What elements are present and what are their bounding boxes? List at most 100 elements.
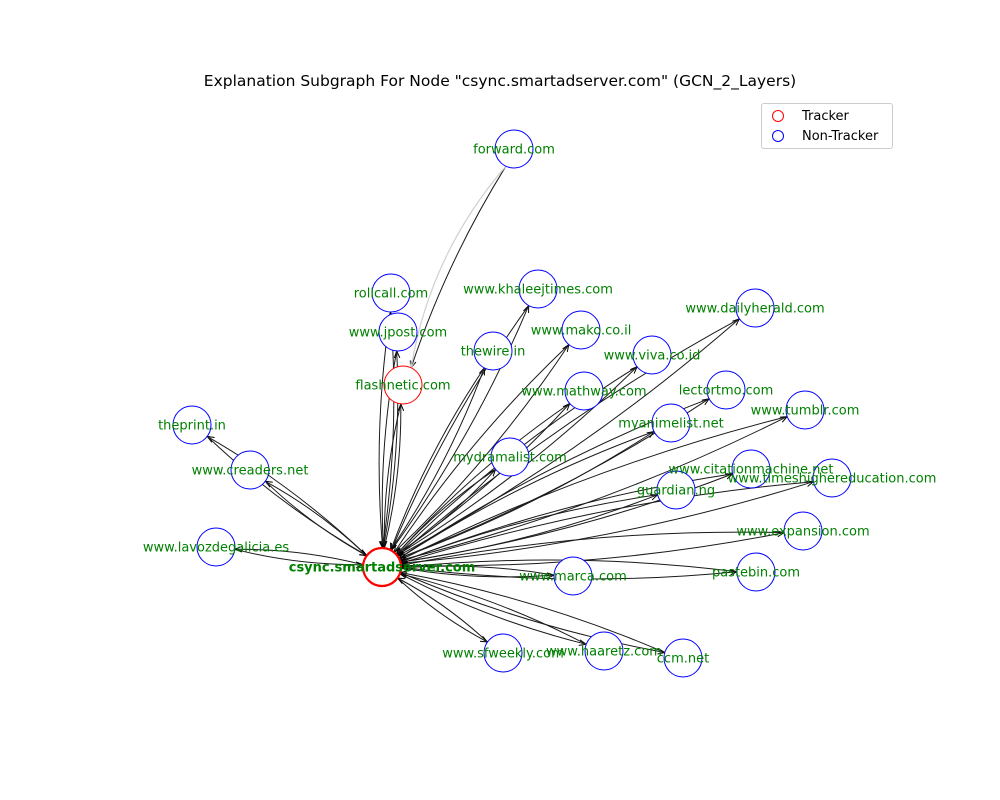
edge-www-khaleejtimes-com-to-csync-smartadserver-com xyxy=(391,305,530,551)
edge-guardian-ng-to-csync-smartadserver-com xyxy=(400,494,658,562)
edge-www-mako-co-il-to-csync-smartadserver-com xyxy=(394,344,570,553)
legend-label: Tracker xyxy=(802,108,849,124)
edge-csync-smartadserver-com-to-thewire-in xyxy=(390,368,485,551)
node-www-expansion-com xyxy=(783,511,823,551)
edge-csync-smartadserver-com-to-www-tumblr-com xyxy=(399,417,787,561)
edge-www-creaders-net-to-csync-smartadserver-com xyxy=(264,480,366,555)
edge-csync-smartadserver-com-to-mydramalist-com xyxy=(396,469,495,556)
node-rollcall-com xyxy=(371,273,411,313)
node-mydramalist-com xyxy=(490,437,530,477)
node-www-mathway-com xyxy=(564,371,604,411)
edge-csync-smartadserver-com-to-flashnetic-com xyxy=(383,404,401,549)
edge-csync-smartadserver-com-to-www-mako-co-il xyxy=(393,345,569,553)
edge-csync-smartadserver-com-to-ccm-net xyxy=(400,572,665,653)
node-forward-com xyxy=(494,129,534,169)
legend-item-non-tracker: Non-Tracker xyxy=(772,127,878,145)
node-label-www-mako-co-il: www.mako.co.il xyxy=(531,324,632,339)
node-myanimelist-net xyxy=(651,403,691,443)
node-www-sfweekly-com xyxy=(483,633,523,673)
node-label-mydramalist-com: mydramalist.com xyxy=(453,451,567,466)
node-label-theprint-in: theprint.in xyxy=(158,419,226,434)
node-www-timeshighereducation-com xyxy=(812,458,852,498)
tracker-marker-icon xyxy=(772,110,784,122)
node-lectortmo-com xyxy=(706,370,746,410)
node-www-creaders-net xyxy=(230,450,270,490)
node-theprint-in xyxy=(172,405,212,445)
node-label-www-marca-com: www.marca.com xyxy=(519,570,627,585)
edge-myanimelist-net-to-csync-smartadserver-com xyxy=(399,431,655,559)
node-label-www-lavozdegalicia-es: www.lavozdegalicia.es xyxy=(143,541,289,556)
edge-www-lavozdegalicia-es-to-csync-smartadserver-com xyxy=(234,548,363,564)
non-tracker-marker-icon xyxy=(772,130,784,142)
edge-www-tumblr-com-to-csync-smartadserver-com xyxy=(400,416,788,561)
node-label-myanimelist-net: myanimelist.net xyxy=(618,417,723,432)
node-label-www-dailyherald-com: www.dailyherald.com xyxy=(685,302,824,317)
edge-csync-smartadserver-com-to-myanimelist-net xyxy=(398,432,654,559)
node-label-www-timeshighereducation-com: www.timeshighereducation.com xyxy=(728,472,937,487)
node-www-tumblr-com xyxy=(785,390,825,430)
node-label-www-sfweekly-com: www.sfweekly.com xyxy=(442,647,563,662)
node-www-jpost-com xyxy=(378,312,418,352)
node-www-dailyherald-com xyxy=(735,288,775,328)
node-label-pastebin-com: pastebin.com xyxy=(712,566,800,581)
node-guardian-ng xyxy=(656,470,696,510)
edge-csync-smartadserver-com-to-guardian-ng xyxy=(400,495,657,563)
label-layer: csync.smartadserver.com flashnetic.com for… xyxy=(143,143,937,667)
edge-www-expansion-com-to-csync-smartadserver-com xyxy=(401,531,785,565)
node-csync-smartadserver-com xyxy=(361,546,403,588)
node-www-lavozdegalicia-es xyxy=(196,527,236,567)
node-label-forward-com: forward.com xyxy=(473,143,555,158)
legend-label: Non-Tracker xyxy=(802,128,879,144)
node-label-ccm-net: ccm.net xyxy=(657,652,709,667)
edge-flashnetic-com-to-csync-smartadserver-com xyxy=(384,403,402,548)
node-www-citationmachine-net xyxy=(731,449,771,489)
edge-www-marca-com-to-csync-smartadserver-com xyxy=(401,566,555,576)
node-label-www-jpost-com: www.jpost.com xyxy=(349,326,447,341)
node-www-marca-com xyxy=(553,556,593,596)
node-label-www-haaretz-com: www.haaretz.com xyxy=(546,645,662,660)
edge-www-mathway-com-to-csync-smartadserver-com xyxy=(396,403,570,555)
edge-csync-smartadserver-com-to-www-timeshighereducation-com xyxy=(400,482,814,564)
node-www-haaretz-com xyxy=(584,631,624,671)
node-label-www-expansion-com: www.expansion.com xyxy=(736,525,869,540)
node-layer xyxy=(172,129,852,678)
node-label-lectortmo-com: lectortmo.com xyxy=(679,384,774,399)
node-label-www-citationmachine-net: www.citationmachine.net xyxy=(669,463,834,478)
edge-forward-com-to-flashnetic-com xyxy=(411,165,507,368)
node-label-www-creaders-net: www.creaders.net xyxy=(192,464,309,479)
edge-csync-smartadserver-com-to-www-lavozdegalicia-es xyxy=(235,549,364,566)
edge-forward-com-to-flashnetic-com xyxy=(411,165,507,368)
node-www-khaleejtimes-com xyxy=(518,269,558,309)
node-label-guardian-ng: guardian.ng xyxy=(637,484,715,499)
edge-csync-smartadserver-com-to-www-mathway-com xyxy=(396,404,569,555)
node-www-mako-co-il xyxy=(561,310,601,350)
node-label-www-mathway-com: www.mathway.com xyxy=(521,385,646,400)
node-label-www-khaleejtimes-com: www.khaleejtimes.com xyxy=(463,283,613,298)
edge-csync-smartadserver-com-to-www-sfweekly-com xyxy=(397,577,488,642)
node-label-thewire-in: thewire.in xyxy=(461,345,526,360)
edge-www-dailyherald-com-to-csync-smartadserver-com xyxy=(398,318,740,556)
node-pastebin-com xyxy=(736,552,776,592)
edge-thewire-in-to-csync-smartadserver-com xyxy=(391,367,485,550)
node-label-www-tumblr-com: www.tumblr.com xyxy=(751,404,860,419)
chart-title: Explanation Subgraph For Node "csync.sma… xyxy=(203,72,797,90)
edge-ccm-net-to-csync-smartadserver-com xyxy=(400,573,665,653)
edge-www-sfweekly-com-to-csync-smartadserver-com xyxy=(398,578,488,643)
legend: Tracker Non-Tracker xyxy=(761,103,893,149)
node-www-viva-co-id xyxy=(632,335,672,375)
edge-csync-smartadserver-com-to-www-marca-com xyxy=(400,567,554,577)
edge-csync-smartadserver-com-to-www-haaretz-com xyxy=(399,573,586,645)
node-label-www-viva-co-id: www.viva.co.id xyxy=(604,349,701,364)
node-label-rollcall-com: rollcall.com xyxy=(354,287,428,302)
edge-mydramalist-com-to-csync-smartadserver-com xyxy=(396,468,496,554)
edge-csync-smartadserver-com-to-www-creaders-net xyxy=(265,481,368,557)
node-flashnetic-com xyxy=(383,365,423,405)
node-label-flashnetic-com: flashnetic.com xyxy=(355,379,450,394)
edge-www-haaretz-com-to-csync-smartadserver-com xyxy=(400,574,587,645)
node-ccm-net xyxy=(663,638,703,678)
node-label-csync-smartadserver-com: csync.smartadserver.com xyxy=(289,561,476,576)
legend-item-tracker: Tracker xyxy=(772,107,849,125)
node-thewire-in xyxy=(473,331,513,371)
edge-csync-smartadserver-com-to-www-khaleejtimes-com xyxy=(390,306,528,551)
